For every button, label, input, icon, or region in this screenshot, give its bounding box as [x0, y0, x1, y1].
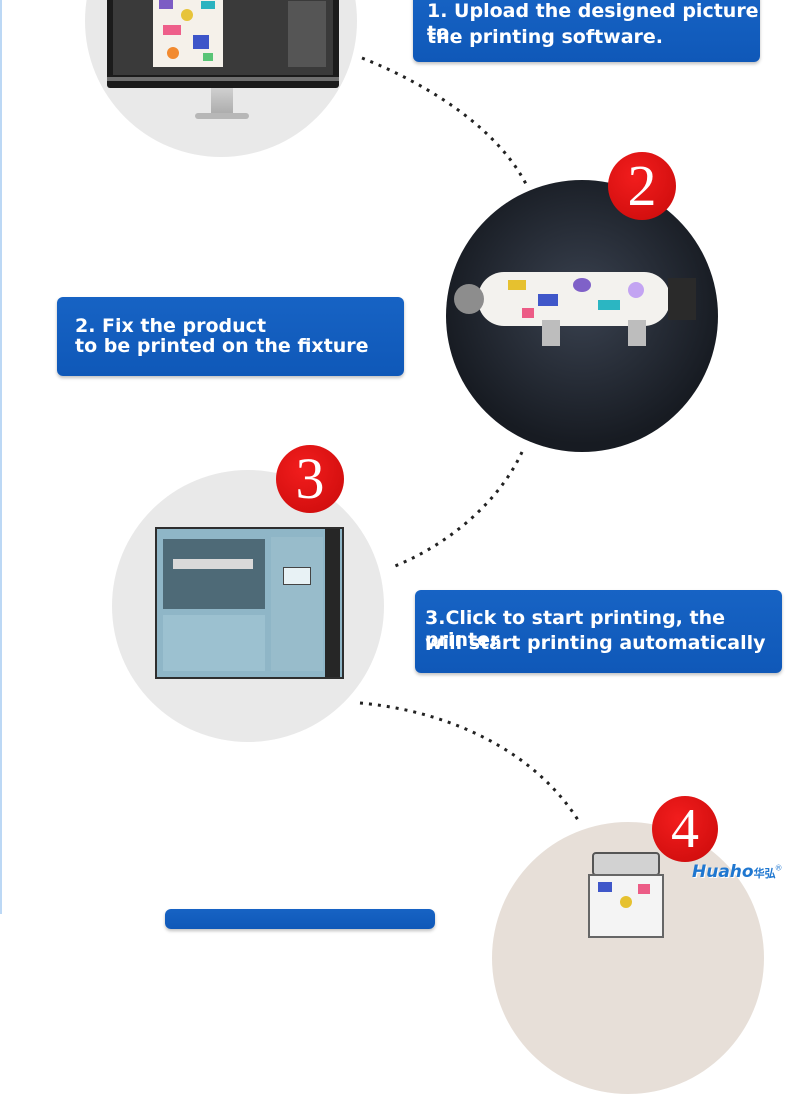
step3-number: 3: [295, 446, 325, 511]
step2-number-badge: 2: [608, 152, 676, 220]
fixture-left-clamp: [454, 284, 484, 314]
uv-printer-image: [155, 527, 344, 679]
step2-number: 2: [627, 153, 657, 218]
fixture-roller: [542, 320, 560, 346]
logo-text: Huaho: [692, 862, 754, 882]
step2-line2: to be printed on the fixture: [75, 335, 369, 357]
step1-line2: the printing software.: [427, 26, 664, 48]
step4-label: [165, 909, 435, 929]
step3-number-badge: 3: [276, 445, 344, 513]
step2-circle: [446, 180, 718, 452]
logo-registered: ®: [775, 863, 782, 873]
monitor-icon: [107, 0, 339, 88]
step1-line1: 1. Upload the designed picture to: [427, 0, 759, 44]
huaho-logo: Huaho华弘®: [692, 862, 782, 886]
fixture-right-clamp: [668, 278, 696, 320]
left-edge-line: [0, 0, 2, 914]
tumbler-lid: [592, 852, 660, 876]
step3-line1: 3.Click to start printing, the printer: [425, 607, 726, 651]
step3-label: 3.Click to start printing, the printer w…: [415, 590, 782, 673]
dotted-connectors: [359, 56, 580, 821]
printed-tumbler: [588, 874, 664, 938]
step1-label: 1. Upload the designed picture to the pr…: [413, 0, 760, 62]
step3-line2: will start printing automatically: [425, 632, 766, 654]
step2-label: 2. Fix the product to be printed on the …: [57, 297, 404, 376]
monitor-base: [195, 113, 249, 119]
tumbler-on-fixture: [478, 272, 670, 326]
step2-line1: 2. Fix the product: [75, 315, 267, 337]
step4-number: 4: [671, 798, 699, 860]
logo-cn: 华弘: [753, 868, 776, 880]
monitor-stand: [211, 88, 233, 116]
fixture-roller: [628, 320, 646, 346]
step4-number-badge: 4: [652, 796, 718, 862]
